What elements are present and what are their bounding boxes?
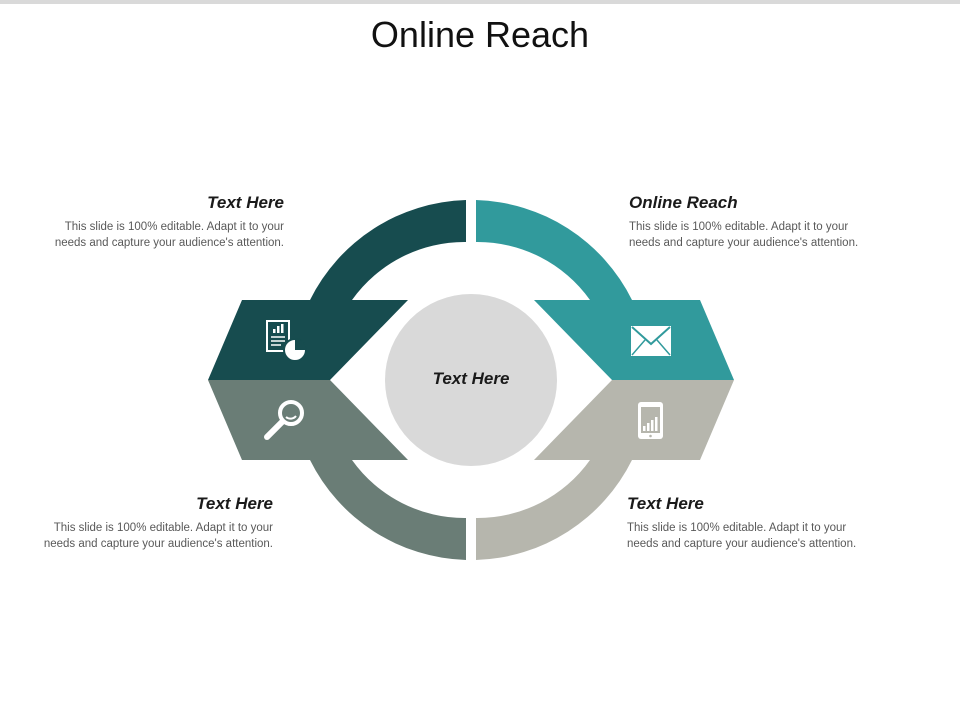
top-bar bbox=[0, 0, 960, 4]
page-title: Online Reach bbox=[370, 14, 590, 55]
center-label: Text Here bbox=[432, 369, 510, 388]
magnifier-icon bbox=[264, 400, 304, 440]
report-chart-icon bbox=[266, 320, 307, 362]
body-top-right: This slide is 100% editable. Adapt it to… bbox=[629, 221, 859, 249]
heading-top-right: Online Reach bbox=[629, 193, 738, 212]
text-block-bottom-right: Text Here This slide is 100% editable. A… bbox=[627, 494, 857, 552]
heading-top-left: Text Here bbox=[207, 193, 284, 212]
heading-bottom-right: Text Here bbox=[627, 494, 704, 513]
text-block-top-right: Online Reach This slide is 100% editable… bbox=[629, 193, 859, 251]
segment-bottom-right bbox=[476, 380, 734, 560]
text-block-bottom-left: Text Here This slide is 100% editable. A… bbox=[43, 494, 273, 552]
mobile-chart-icon bbox=[638, 402, 663, 439]
body-top-left: This slide is 100% editable. Adapt it to… bbox=[54, 221, 284, 249]
envelope-icon bbox=[631, 326, 671, 356]
body-bottom-right: This slide is 100% editable. Adapt it to… bbox=[627, 522, 857, 550]
text-block-top-left: Text Here This slide is 100% editable. A… bbox=[54, 193, 284, 251]
heading-bottom-left: Text Here bbox=[196, 494, 273, 513]
segment-bottom-left bbox=[208, 380, 466, 560]
center-circle bbox=[385, 294, 557, 466]
body-bottom-left: This slide is 100% editable. Adapt it to… bbox=[43, 522, 273, 550]
